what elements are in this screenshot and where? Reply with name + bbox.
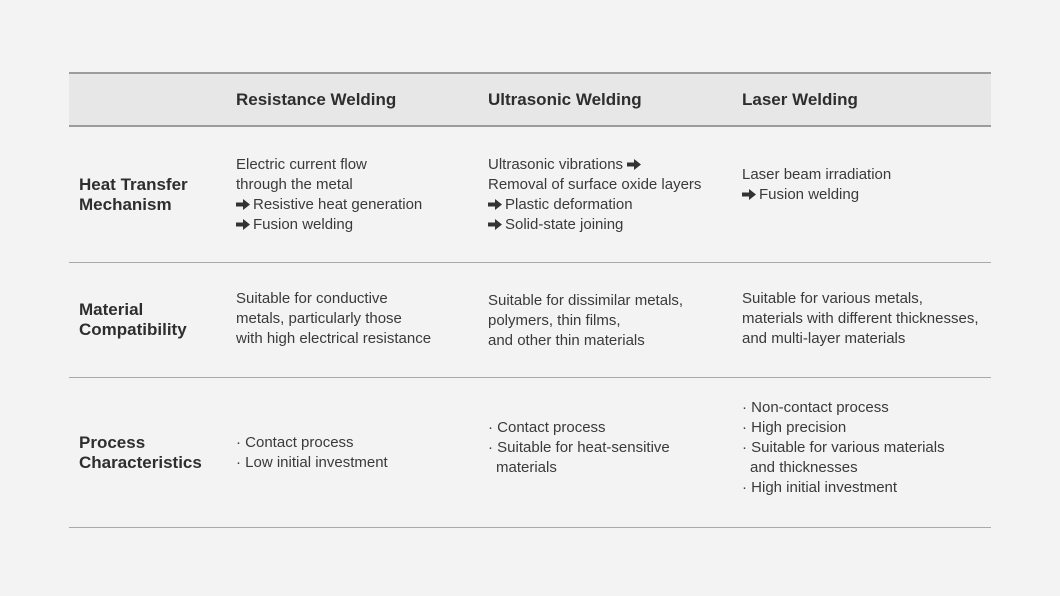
table-cell-laser: · Non-contact process · High precision · S… <box>742 378 991 527</box>
row-label-cell: Heat Transfer Mechanism <box>69 127 236 262</box>
right-arrow-icon <box>627 158 642 170</box>
cell-line-text: Suitable for various metals, <box>742 289 923 307</box>
comparison-table: Resistance Welding Ultrasonic Welding La… <box>69 72 991 528</box>
cell-line-text: · Suitable for various materials <box>742 438 945 456</box>
row-label-line: Mechanism <box>79 194 172 214</box>
table-row-material-compatibility: Material Compatibility Suitable for cond… <box>69 263 991 378</box>
cell-line: · Suitable for heat-sensitive <box>488 438 742 458</box>
cell-line: Suitable for various metals, <box>742 289 991 309</box>
cell-line-text: through the metal <box>236 175 353 193</box>
cell-line: Fusion welding <box>236 215 488 235</box>
cell-line: polymers, thin films, <box>488 311 742 331</box>
header-cell-ultrasonic-welding: Ultrasonic Welding <box>488 89 642 109</box>
cell-line-text: Solid-state joining <box>505 215 624 233</box>
cell-line: and thicknesses <box>742 458 991 478</box>
header-cell-laser-welding: Laser Welding <box>742 89 858 109</box>
table-cell-laser: Suitable for various metals, materials wi… <box>742 263 991 377</box>
cell-line-text: Laser beam irradiation <box>742 165 892 183</box>
cell-line: Fusion welding <box>742 185 991 205</box>
table-cell-resistance: · Contact process · Low initial investmen… <box>236 378 488 527</box>
cell-line: Resistive heat generation <box>236 195 488 215</box>
cell-line: materials with different thicknesses, <box>742 309 991 329</box>
cell-line: Suitable for dissimilar metals, <box>488 291 742 311</box>
row-label-line: Compatibility <box>79 320 187 339</box>
row-label-cell: Process Characteristics <box>69 378 236 527</box>
right-arrow-icon <box>488 218 502 230</box>
cell-line: materials <box>488 458 742 478</box>
cell-line: and multi-layer materials <box>742 329 991 349</box>
cell-line: Removal of surface oxide layers <box>488 175 742 195</box>
table-cell-ultrasonic: Suitable for dissimilar metals, polymers,… <box>488 263 742 377</box>
cell-line-text: metals, particularly those <box>236 309 402 327</box>
row-label: Process Characteristics <box>79 433 236 473</box>
right-arrow-icon <box>236 218 250 230</box>
cell-line: · Suitable for various materials <box>742 438 991 458</box>
cell-line: with high electrical resistance <box>236 329 488 349</box>
cell-line: through the metal <box>236 175 488 195</box>
cell-line: Laser beam irradiation <box>742 165 991 185</box>
cell-line: · Non-contact process <box>742 398 991 418</box>
row-label-line: Characteristics <box>79 452 202 472</box>
cell-line-text: · Non-contact process <box>742 398 889 416</box>
cell-line: · Contact process <box>236 433 488 453</box>
right-arrow-icon <box>236 198 250 210</box>
cell-line-text: Ultrasonic vibrations <box>488 155 624 173</box>
cell-line-text: Resistive heat generation <box>253 195 423 213</box>
cell-line: · Contact process <box>488 418 742 438</box>
cell-line-text: · Contact process <box>488 418 606 436</box>
cell-line-text: · Low initial investment <box>236 453 388 471</box>
header-cell-resistance-welding: Resistance Welding <box>236 89 397 109</box>
cell-line: Electric current flow <box>236 155 488 175</box>
cell-line: Suitable for conductive <box>236 289 488 309</box>
cell-line: Plastic deformation <box>488 195 742 215</box>
cell-line-text: materials with different thicknesses, <box>742 309 979 327</box>
cell-line: metals, particularly those <box>236 309 488 329</box>
cell-line-text: and other thin materials <box>488 331 645 349</box>
table-header-row: Resistance Welding Ultrasonic Welding La… <box>69 72 991 127</box>
row-label: Material Compatibility <box>79 300 236 340</box>
table-row-process-characteristics: Process Characteristics · Contact proces… <box>69 378 991 528</box>
cell-line-text: Electric current flow <box>236 155 367 173</box>
cell-line: · High initial investment <box>742 478 991 498</box>
cell-line-text: Fusion welding <box>759 185 860 203</box>
cell-line: · High precision <box>742 418 991 438</box>
cell-line-text: · High precision <box>742 418 847 436</box>
table-cell-ultrasonic: · Contact process · Suitable for heat-sen… <box>488 378 742 527</box>
cell-line-text: materials <box>496 458 557 476</box>
cell-line-text: · High initial investment <box>742 478 898 496</box>
row-label: Heat Transfer Mechanism <box>79 175 236 215</box>
cell-line: Ultrasonic vibrations <box>488 155 742 175</box>
cell-line-text: and thicknesses <box>750 458 858 476</box>
right-arrow-icon <box>488 198 502 210</box>
cell-line-text: and multi-layer materials <box>742 329 906 347</box>
cell-line-text: · Contact process <box>236 433 354 451</box>
row-label-line: Material <box>79 300 144 319</box>
cell-line: Solid-state joining <box>488 215 742 235</box>
cell-line-text: polymers, thin films, <box>488 311 621 329</box>
cell-line-text: Plastic deformation <box>505 195 633 213</box>
row-label-line: Heat Transfer <box>79 174 188 194</box>
cell-line: and other thin materials <box>488 331 742 351</box>
cell-line-text: with high electrical resistance <box>236 329 432 347</box>
cell-line-text: Fusion welding <box>253 215 354 233</box>
right-arrow-icon <box>742 188 756 200</box>
cell-line-text: · Suitable for heat-sensitive <box>488 438 670 456</box>
cell-line-text: Suitable for dissimilar metals, <box>488 291 684 309</box>
table-cell-resistance: Suitable for conductive metals, particula… <box>236 263 488 377</box>
row-label-cell: Material Compatibility <box>69 263 236 377</box>
cell-line: · Low initial investment <box>236 453 488 473</box>
table-row-heat-transfer: Heat Transfer Mechanism Electric current… <box>69 127 991 263</box>
cell-line-text: Removal of surface oxide layers <box>488 175 702 193</box>
cell-line-text: Suitable for conductive <box>236 289 388 307</box>
row-label-line: Process <box>79 432 146 452</box>
